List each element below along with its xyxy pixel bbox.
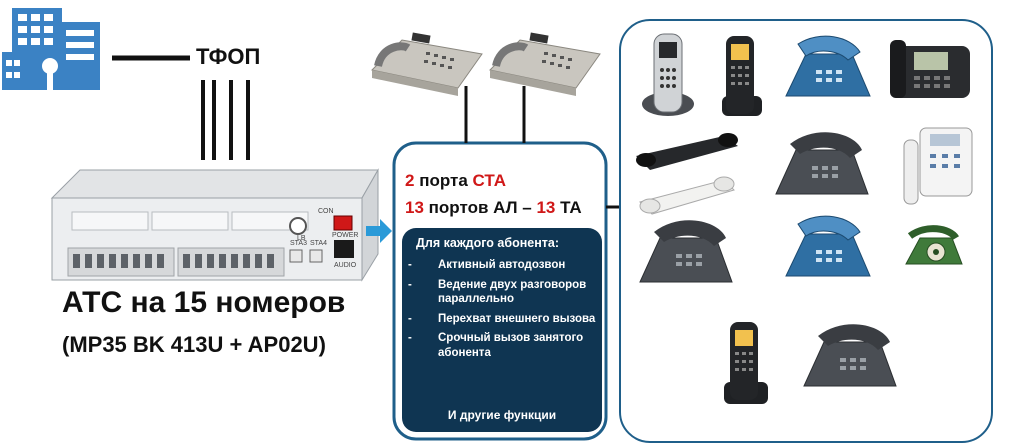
- features-footer: И другие функции: [447, 408, 557, 422]
- trunk-lines: [201, 80, 250, 160]
- building-icon: [2, 8, 100, 90]
- pbx-panel-label: AUDIO: [334, 262, 357, 269]
- features-list: -Активный автодозвон -Ведение двух разго…: [408, 258, 598, 366]
- dect-phone-icon: [722, 36, 762, 116]
- line-word: портов АЛ –: [428, 198, 532, 217]
- feature-text: Активный автодозвон: [438, 259, 566, 271]
- line-count: 13: [405, 198, 424, 217]
- sta-count: 2: [405, 171, 415, 190]
- pbx-panel-label: POWER: [332, 232, 359, 239]
- slim-phone-icon: [636, 133, 738, 170]
- system-phone-icon: [370, 32, 483, 96]
- desk-phone-icon: [803, 324, 897, 387]
- feature-item: -Ведение двух разговоров параллельно: [408, 278, 587, 306]
- desk-phone-icon: [903, 127, 973, 205]
- slim-phone-icon: [639, 176, 735, 215]
- feature-item: -Перехват внешнего вызова: [408, 312, 596, 325]
- feature-item: -Срочный вызов занятого абонента: [408, 332, 584, 359]
- sta-ports-line: 2 порта СТА: [405, 171, 506, 191]
- pbx-panel-label: CON: [318, 208, 334, 215]
- pbx-panel-label: LB: [297, 235, 306, 242]
- desk-phone-icon: [890, 40, 970, 98]
- features-title: Для каждого абонента:: [416, 236, 559, 250]
- sta-label: СТА: [472, 171, 506, 190]
- dect-phone-icon: [724, 322, 768, 404]
- desk-phone-icon: [639, 220, 733, 283]
- feature-item: -Активный автодозвон: [408, 259, 566, 271]
- features-panel: Для каждого абонента: -Активный автодозв…: [402, 228, 602, 432]
- phone-label: ТА: [560, 198, 582, 217]
- sta-word: порта: [419, 171, 468, 190]
- pbx-title: АТС на 15 номеров: [62, 286, 346, 319]
- feature-text: Ведение двух разговоров параллельно: [438, 278, 587, 306]
- phone-count: 13: [536, 198, 556, 217]
- network-label: ТФОП: [196, 44, 261, 69]
- dect-phone-icon: [642, 33, 694, 116]
- feature-text: Срочный вызов занятого абонента: [438, 332, 584, 359]
- system-phone-icon: [488, 32, 601, 96]
- pbx-model: (MP35 BK 413U + AP02U): [62, 332, 326, 357]
- desk-phone-icon: [785, 35, 871, 97]
- arrow-icon: [366, 219, 392, 243]
- line-ports-line: 13 портов АЛ – 13 ТА: [405, 198, 582, 218]
- pbx-panel-label: STA4: [310, 240, 327, 247]
- feature-text: Перехват внешнего вызова: [438, 312, 596, 325]
- pbx-device-image: [50, 168, 379, 282]
- desk-phone-icon: [785, 215, 871, 277]
- pbx-panel-label: STA3: [290, 240, 307, 247]
- ports-box: [392, 141, 608, 441]
- desk-phone-icon: [775, 132, 869, 195]
- rotary-phone-icon: [905, 225, 963, 265]
